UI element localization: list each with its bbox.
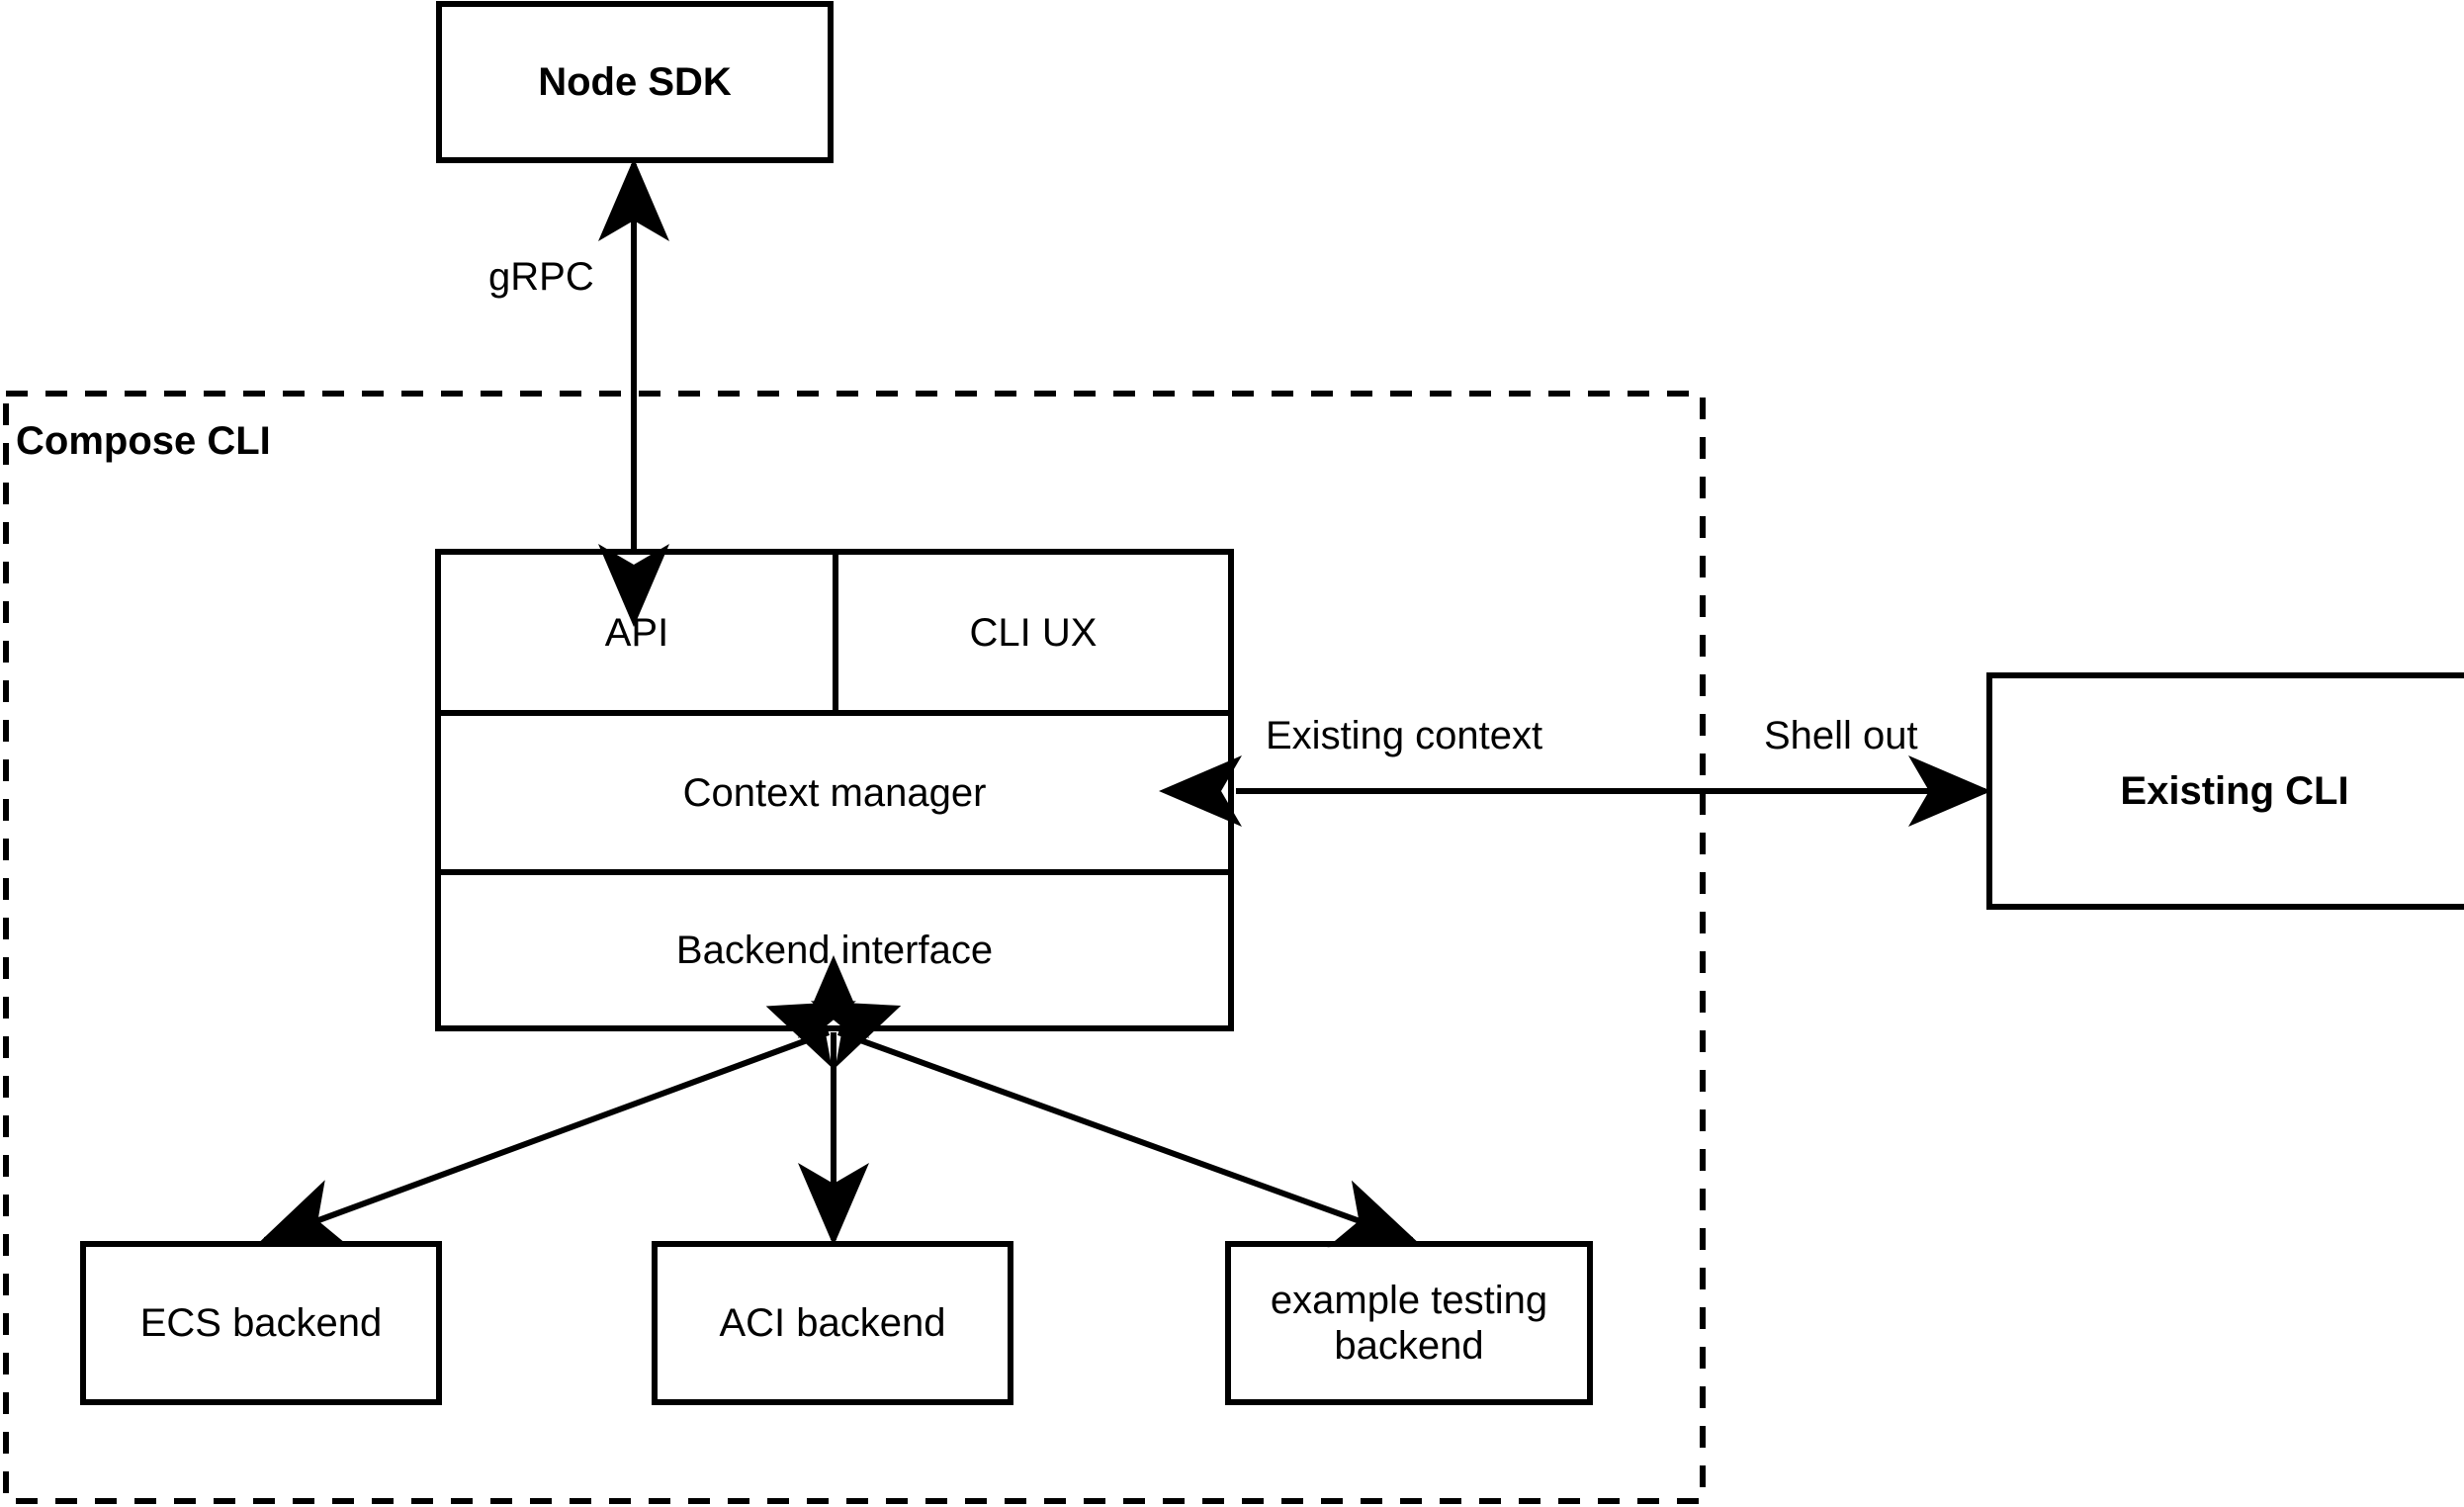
grpc-edge-label: gRPC xyxy=(488,255,594,299)
compose-cli-group-border xyxy=(3,391,1706,1504)
existing-cli-box[interactable] xyxy=(1986,672,2464,910)
node-sdk-box[interactable] xyxy=(436,1,834,163)
ecs-backend-arrow xyxy=(259,1001,902,1247)
shell-out-edge-label: Shell out xyxy=(1764,714,1918,757)
compose-cli-group-label: Compose CLI xyxy=(16,419,271,463)
aci-backend-box[interactable] xyxy=(652,1241,1013,1405)
example-testing-backend-box[interactable] xyxy=(1225,1241,1593,1405)
ecs-backend-box[interactable] xyxy=(80,1241,442,1405)
example-backend-arrow xyxy=(765,1001,1418,1248)
existing-context-edge-label: Existing context xyxy=(1266,714,1543,757)
